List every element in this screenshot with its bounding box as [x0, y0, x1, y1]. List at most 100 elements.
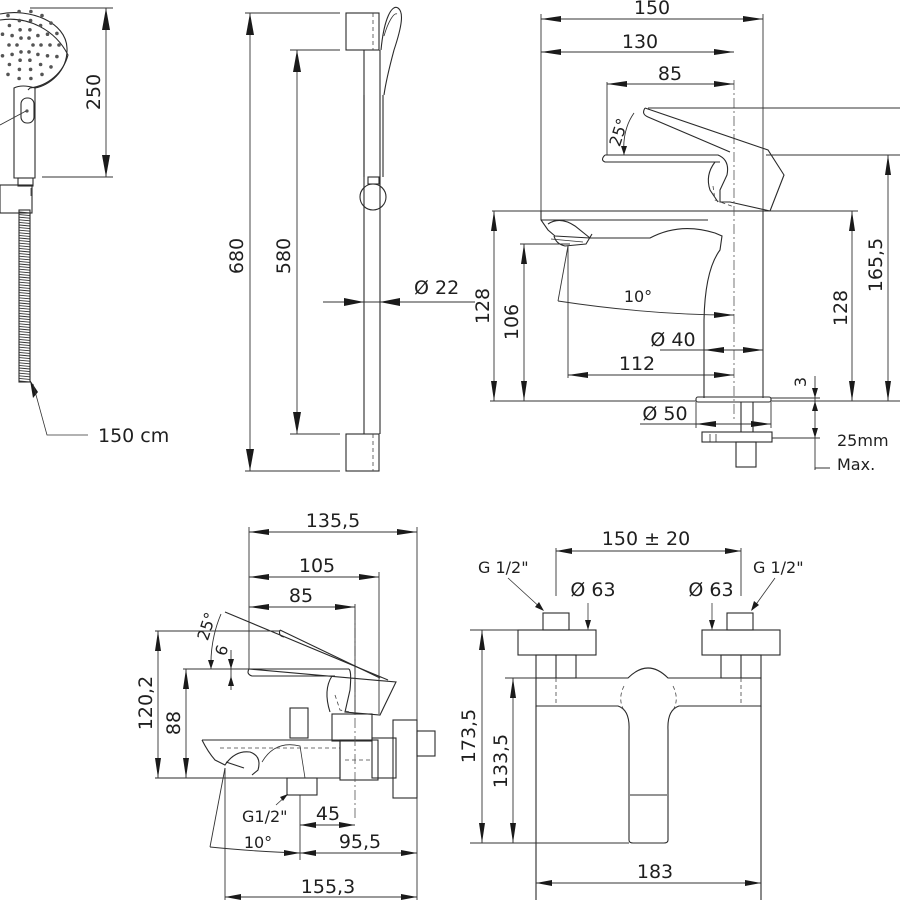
- dimension-128-right: 128: [770, 210, 858, 401]
- nozzle-hole: [55, 31, 59, 36]
- dim-right-flange: Ø 63: [688, 579, 733, 601]
- dim-basin-handle-reach: 85: [658, 63, 682, 85]
- dimension-120-2: 120,2: [135, 630, 280, 778]
- dim-basin-handle-angle: 25°: [605, 116, 632, 149]
- nozzle-hole: [7, 23, 12, 28]
- nozzle-hole: [7, 43, 11, 47]
- dimension-106: 106: [501, 243, 570, 401]
- dim-shower-head-length: 250: [83, 74, 105, 110]
- nozzle-hole: [38, 23, 43, 28]
- bath-mixer-side-view: 135,5 105 85 25° 6: [135, 510, 436, 900]
- nozzle-hole: [10, 33, 14, 38]
- nozzle-hole: [17, 18, 22, 23]
- dimension-bath-spout-angle: 10°: [209, 767, 301, 856]
- dimension-133-5: 133,5: [490, 677, 536, 843]
- shower-hose: [18, 209, 31, 383]
- dimension-countertop: 3 25mm Max.: [771, 376, 889, 474]
- dimension-165-5: 165,5: [865, 155, 891, 401]
- basin-mixer-view: 150 130 85 25° 10: [472, 0, 900, 474]
- slider-knob: [359, 183, 387, 211]
- rail-top-bracket: [345, 12, 380, 51]
- mixer-handle: [605, 154, 771, 212]
- nozzle-hole: [17, 9, 21, 14]
- nozzle-hole: [17, 76, 21, 81]
- dim-basin-body-height: 128: [472, 288, 494, 324]
- dimension-6: 6: [211, 643, 234, 690]
- dim-basin-width-overall: 150: [634, 0, 670, 19]
- nozzle-hole: [28, 58, 32, 62]
- dim-bath-height-total: 120,2: [135, 676, 157, 730]
- left-inlet-stub: [542, 612, 570, 631]
- nozzle-hole: [55, 54, 59, 59]
- dimension-45: 45: [299, 795, 355, 860]
- nozzle-hole: [28, 28, 32, 32]
- dim-bath-depth-body: 105: [299, 555, 335, 577]
- right-thread-callout: G 1/2": [751, 558, 804, 611]
- nozzle-hole: [57, 43, 61, 47]
- dim-basin-total-height: 165,5: [865, 238, 887, 292]
- nozzle-hole: [27, 36, 31, 40]
- hose-length-callout: 150 cm: [30, 380, 169, 447]
- dim-basin-body-diameter: Ø 40: [650, 329, 695, 351]
- dim-bath-handle-reach: 85: [289, 585, 313, 607]
- left-flange-diameter: Ø 63: [570, 579, 616, 630]
- dim-bath-spout-angle: 10°: [244, 833, 272, 852]
- dim-basin-base-diameter: Ø 50: [642, 403, 687, 425]
- bath-handle: [248, 668, 397, 716]
- dimension-112: 112: [567, 246, 734, 378]
- dimension-95-5: 95,5: [300, 798, 418, 900]
- nozzle-hole: [39, 43, 43, 47]
- dimension-105: 105: [249, 555, 380, 714]
- bath-spout: [202, 739, 341, 779]
- nozzle-hole: [6, 72, 10, 77]
- dimension-130: 130: [541, 31, 734, 55]
- dimension-155-3: 155,3: [224, 768, 417, 900]
- nozzle-hole: [18, 28, 22, 32]
- dimension-150: 150: [540, 0, 764, 398]
- dimension-88: 88: [163, 668, 249, 778]
- dim-right-thread: G 1/2": [753, 558, 804, 577]
- dim-basin-spout-reach: 112: [619, 353, 655, 375]
- dimension-50: Ø 50: [640, 402, 772, 428]
- nozzle-hole: [19, 50, 23, 54]
- dimension-85-bath: 85: [249, 585, 356, 714]
- dimension-inlet-spacing: 150 ± 20: [555, 528, 742, 596]
- dim-rail-overall: 680: [226, 238, 248, 274]
- dim-countertop-max: 25mm: [837, 431, 889, 450]
- mixer-base-plate: [695, 396, 772, 403]
- nozzle-hole: [10, 52, 14, 57]
- mixer-spout-outline: [540, 211, 723, 398]
- mixer-handle-raised: [644, 107, 785, 212]
- dimension-250: 250: [30, 7, 113, 178]
- dim-rail-diameter: Ø 22: [414, 277, 459, 299]
- nozzle-hole: [29, 76, 33, 81]
- rail-bottom-bracket: [345, 433, 380, 472]
- slide-rail-view: 680 580 Ø 22: [226, 6, 475, 472]
- nozzle-hole: [6, 13, 10, 18]
- nozzle-hole: [31, 43, 35, 47]
- mixer-stud: [735, 441, 757, 468]
- nozzle-hole: [45, 54, 50, 58]
- dim-front-width: 183: [637, 861, 673, 883]
- dimension-85: 85: [606, 63, 734, 155]
- nozzle-hole: [15, 43, 19, 47]
- dim-front-height-body: 133,5: [490, 734, 512, 788]
- dimension-580: 580: [273, 49, 340, 435]
- dimension-173-5: 173,5: [458, 629, 629, 844]
- nozzle-hole: [29, 9, 33, 14]
- left-flange: [517, 629, 597, 656]
- right-inlet-stub: [726, 612, 754, 631]
- nozzle-hole: [36, 52, 40, 57]
- nozzle-hole: [49, 65, 53, 69]
- bath-mixer-front-view: 150 ± 20 G 1/2" Ø 63 Ø 63 G 1/2": [458, 528, 804, 900]
- dim-bath-spout-to-wall: 95,5: [339, 831, 381, 853]
- nozzle-hole: [17, 67, 22, 72]
- dimension-40: Ø 40: [650, 329, 763, 353]
- nozzle-hole: [18, 58, 22, 62]
- shower-profile: [380, 6, 403, 96]
- nozzle-hole: [0, 32, 5, 36]
- right-flange-diameter: Ø 63: [688, 579, 734, 630]
- diverter-knob: [289, 707, 309, 739]
- dim-bath-handle-angle: 25°: [193, 610, 220, 643]
- shower-head: [0, 9, 69, 91]
